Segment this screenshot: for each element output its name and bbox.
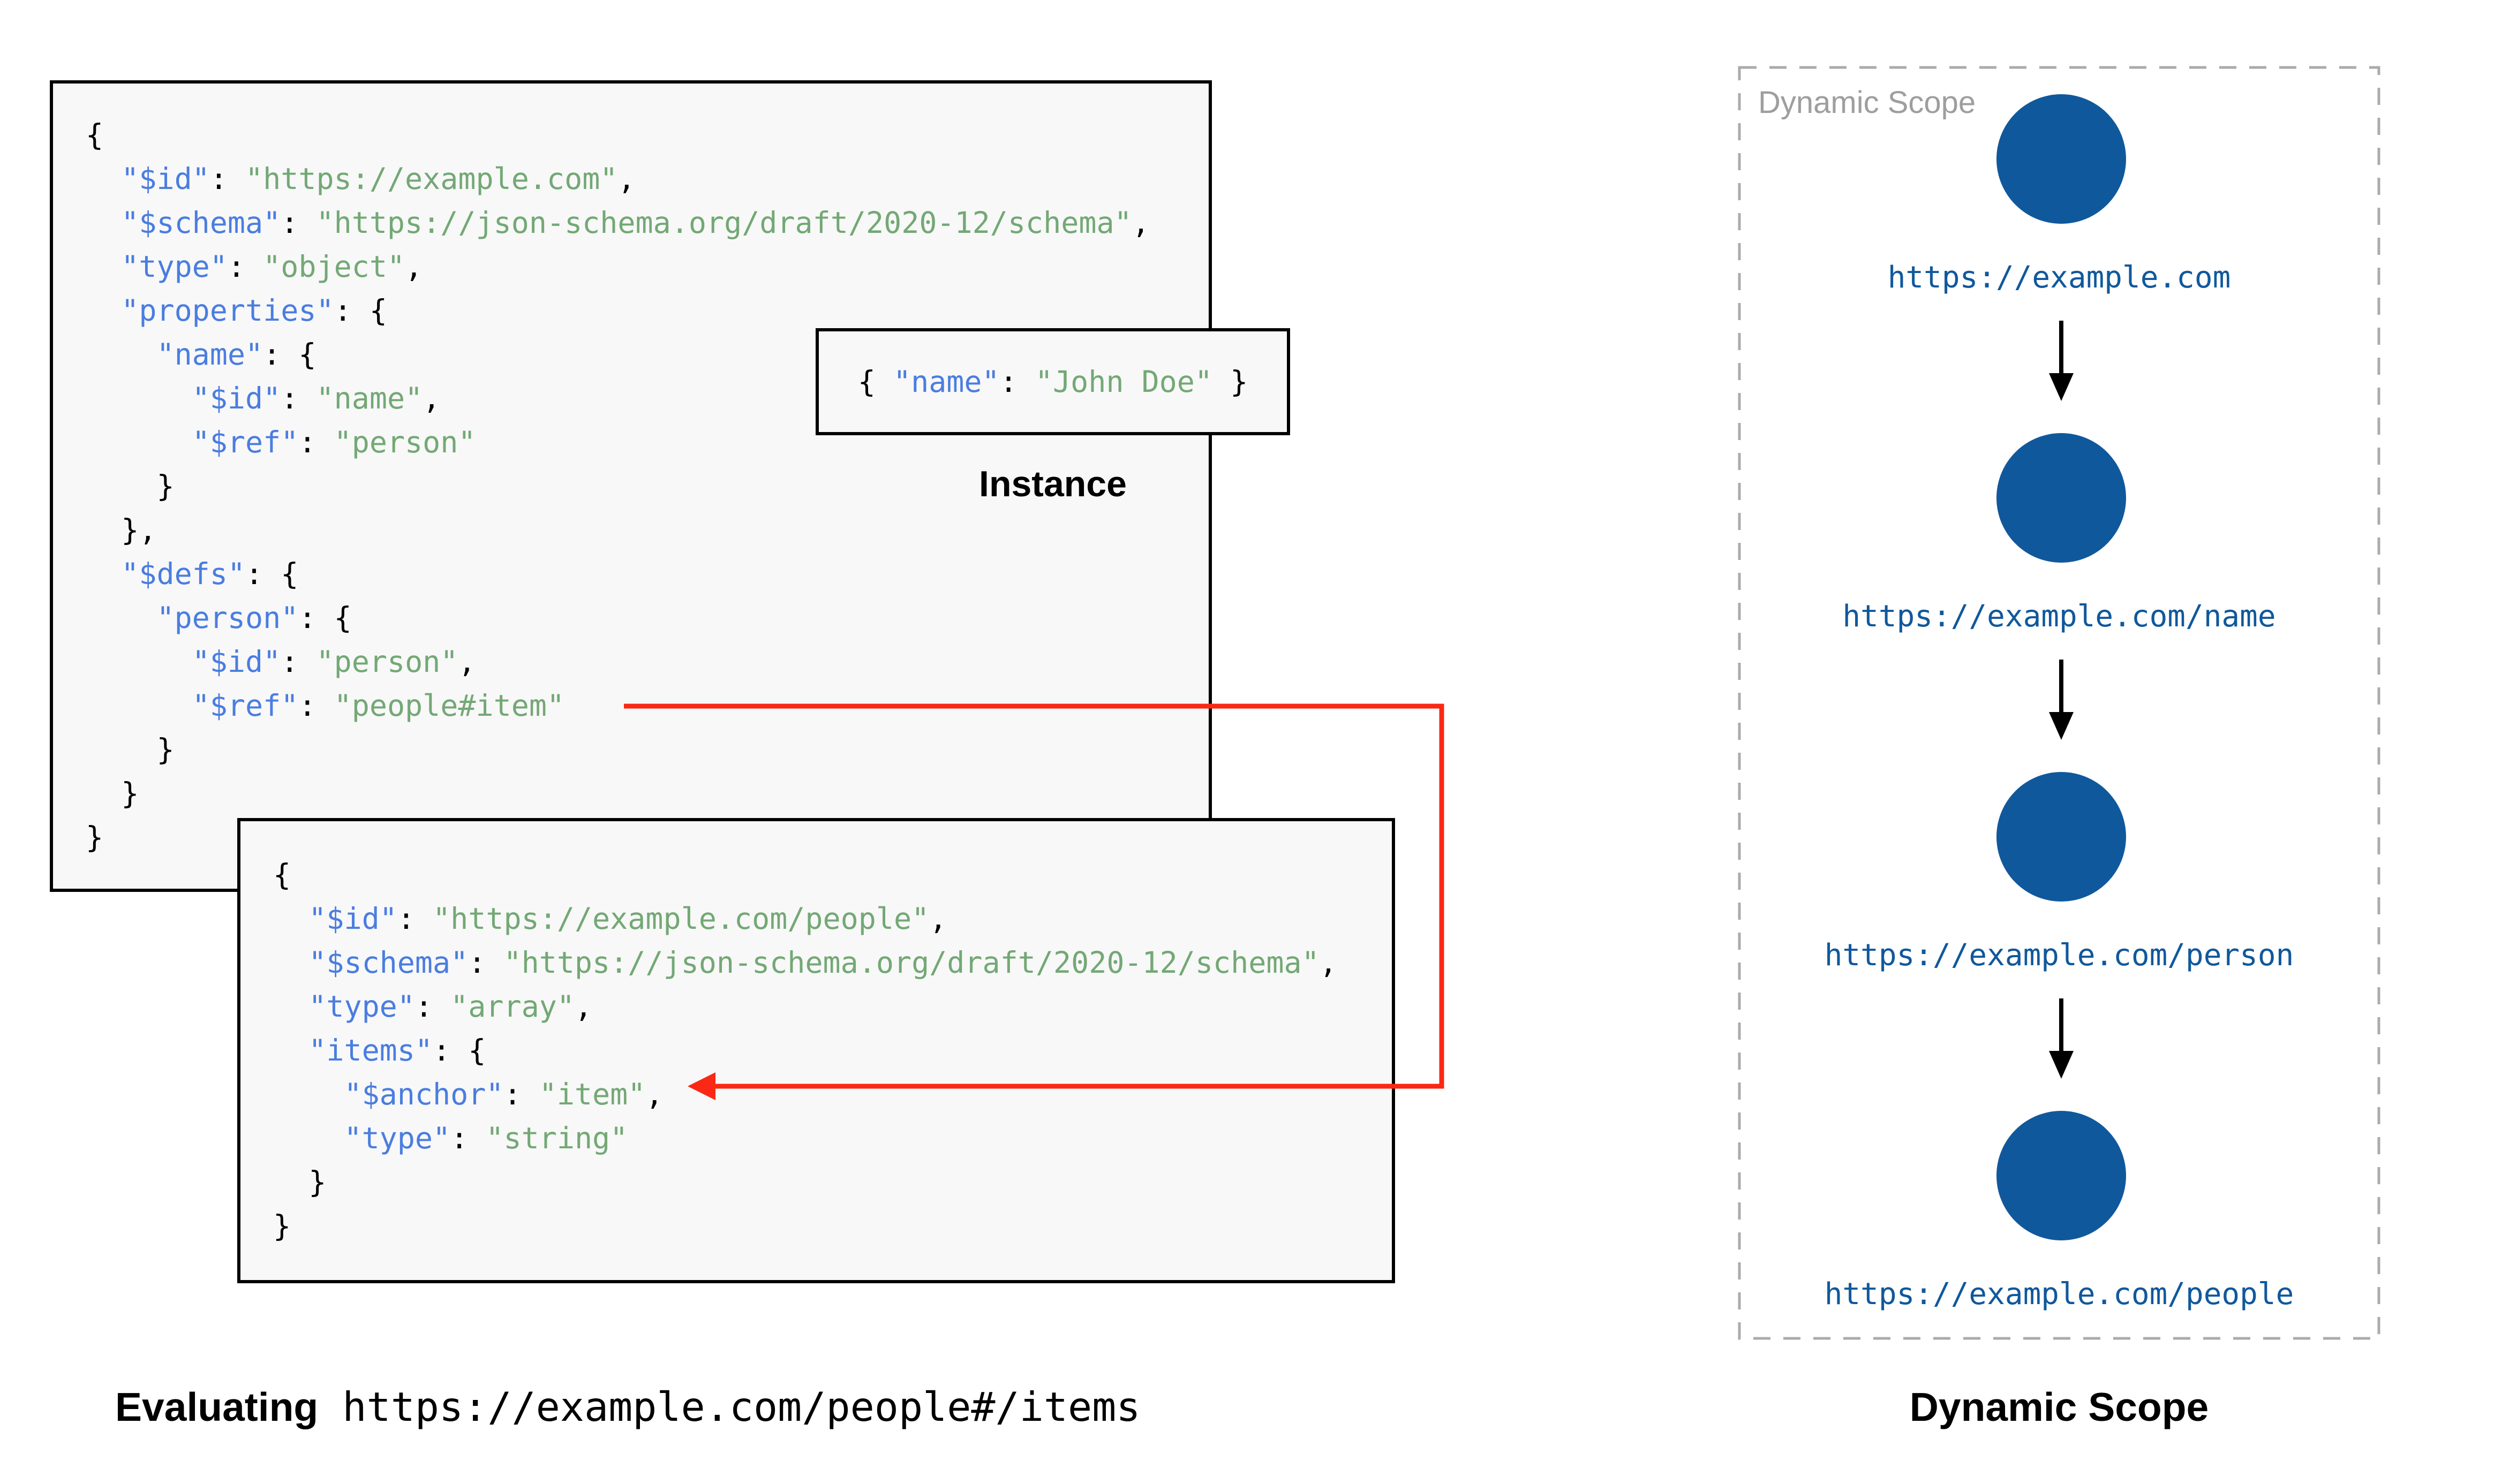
flow-arrow-down-icon <box>2049 660 2074 740</box>
schema-box-people: { "$id": "https://example.com/people", "… <box>237 818 1395 1283</box>
flow-arrow-down-icon <box>2049 998 2074 1079</box>
evaluating-label: Evaluating <box>115 1384 319 1429</box>
evaluating-uri: https://example.com/people#/items <box>342 1383 1141 1430</box>
flow-arrow-down-icon <box>2049 321 2074 401</box>
code-block-main: { "$id": "https://example.com", "$schema… <box>86 118 1150 854</box>
dynamic-scope-inline-label: Dynamic Scope <box>1758 85 1976 120</box>
caption-evaluating: Evaluating https://example.com/people#/i… <box>115 1380 1140 1434</box>
dashed-border <box>1738 66 2380 1340</box>
scope-node-circle-3 <box>1996 772 2126 902</box>
caption-dynamic-scope: Dynamic Scope <box>1909 1384 2209 1429</box>
code-block-people: { "$id": "https://example.com/people", "… <box>273 858 1337 1243</box>
instance-code: { "name": "John Doe" } <box>857 365 1248 399</box>
instance-label: Instance <box>979 464 1127 504</box>
scope-node-url-3: https://example.com/person <box>1824 938 2294 973</box>
scope-node-circle-4 <box>1996 1111 2126 1240</box>
dynamic-scope-panel: Dynamic Scope https://example.com https:… <box>1738 66 2380 1340</box>
scope-node-url-4: https://example.com/people <box>1824 1277 2294 1312</box>
scope-node-url-1: https://example.com <box>1887 260 2231 295</box>
scope-node-circle-2 <box>1996 433 2126 563</box>
instance-box: { "name": "John Doe" } <box>816 328 1290 435</box>
scope-node-circle-1 <box>1996 94 2126 224</box>
scope-node-url-2: https://example.com/name <box>1842 599 2276 634</box>
